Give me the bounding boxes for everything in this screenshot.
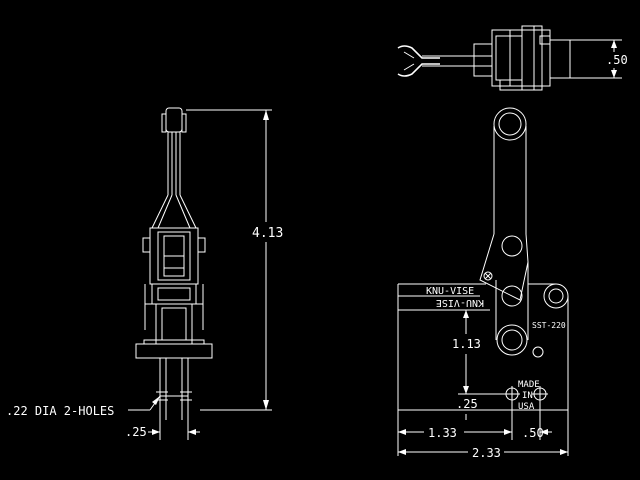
front-small-height-dimension: .25 — [456, 397, 478, 420]
front-dim-left-label: 1.33 — [428, 426, 457, 440]
overall-height-dimension: 4.13 — [186, 109, 283, 411]
brand-label: KNU-VISE — [426, 286, 474, 297]
front-width-dimensions: 1.33 .50 2.33 — [397, 400, 569, 460]
front-dim-right-label: .50 — [522, 426, 544, 440]
made-in-line2: IN — [522, 391, 533, 401]
model-label: SST-220 — [532, 321, 566, 330]
brand-label-mirrored: KNU-VISE — [436, 297, 484, 308]
top-width-dimension: .50 — [570, 39, 628, 79]
overall-height-label: 4.13 — [252, 226, 283, 241]
hole-callout: .22 DIA 2-HOLES — [6, 395, 161, 418]
hole-callout-label: .22 DIA 2-HOLES — [6, 404, 114, 418]
top-width-label: .50 — [606, 53, 628, 67]
front-view: KNU-VISE KNU-VISE SST-220 MADE IN USA — [397, 107, 569, 412]
front-overall-width-label: 2.33 — [472, 446, 501, 460]
side-width-dimension: .25 — [125, 420, 200, 440]
front-height-label: 1.13 — [452, 337, 481, 351]
made-in-line3: USA — [518, 402, 535, 412]
front-height-dimension: 1.13 — [452, 310, 506, 395]
side-view — [135, 107, 213, 440]
made-in-line1: MADE — [518, 380, 540, 390]
front-small-height-label: .25 — [456, 397, 478, 411]
side-width-label: .25 — [125, 425, 147, 439]
top-view — [397, 25, 571, 91]
